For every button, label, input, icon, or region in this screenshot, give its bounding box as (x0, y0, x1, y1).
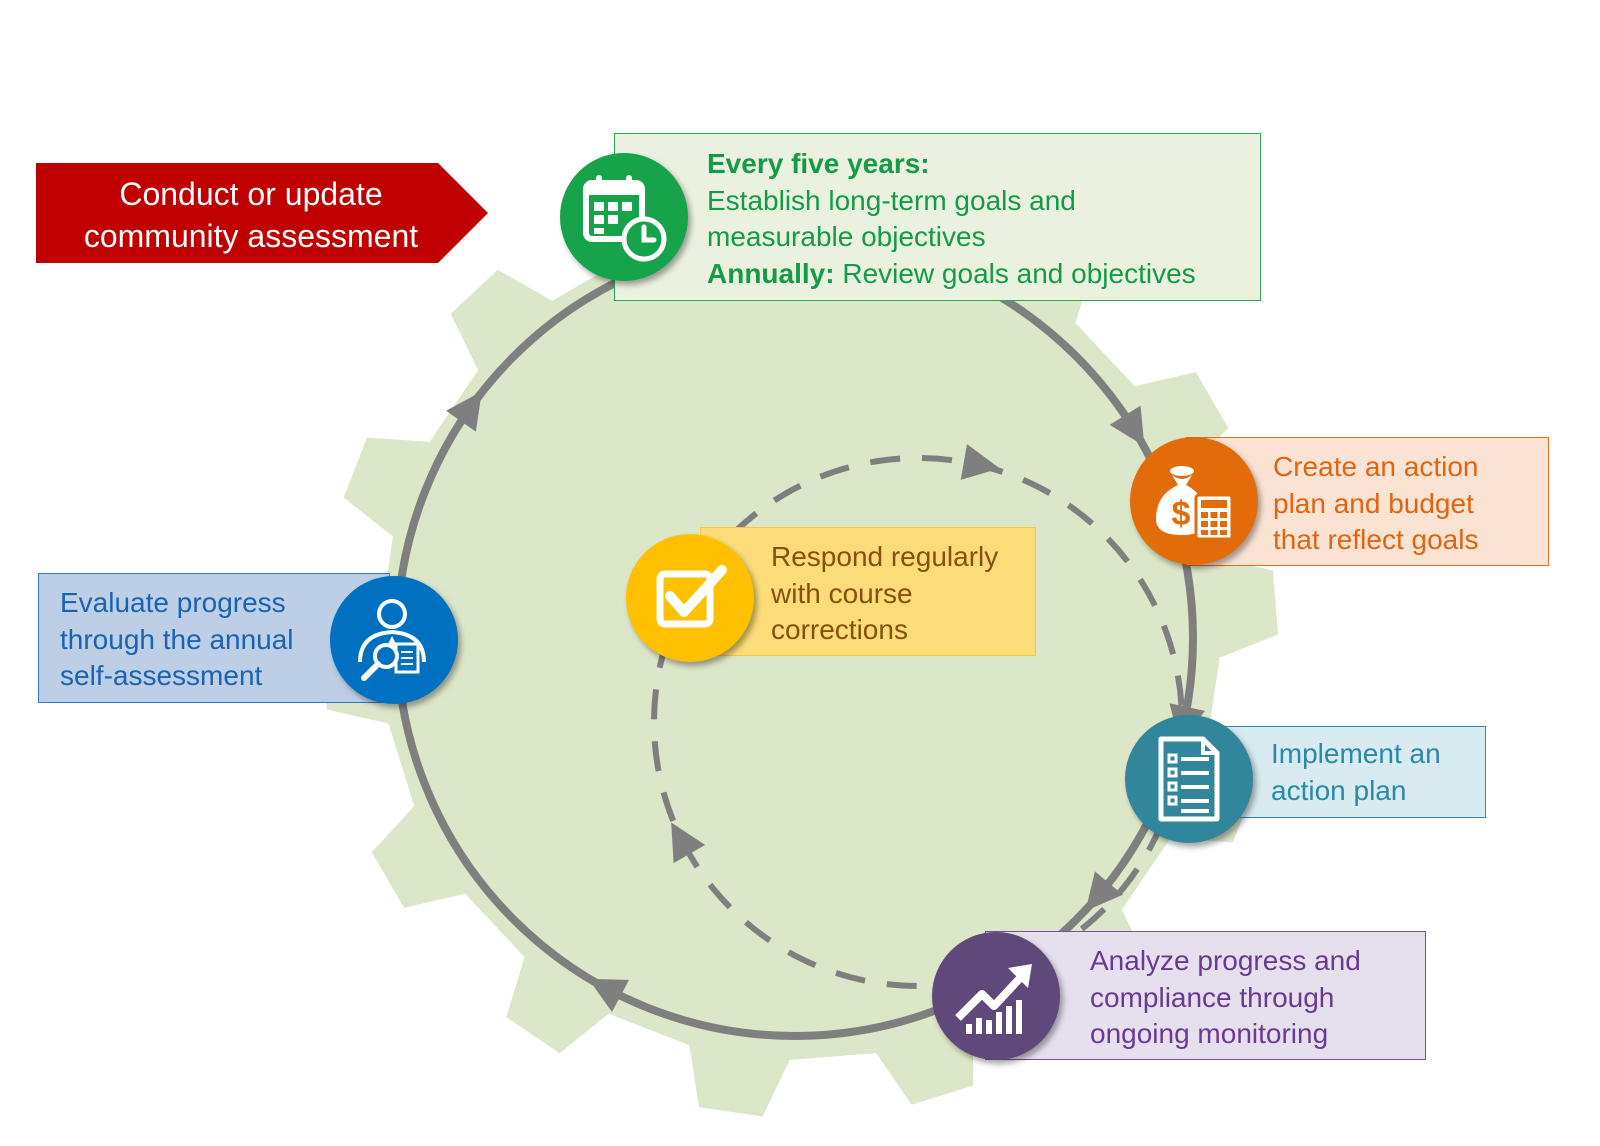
evaluate-box: Evaluate progress through the annual sel… (38, 573, 390, 703)
inner-cycle-arrow (671, 822, 706, 864)
banner-arrow-shape (36, 163, 488, 263)
action-plan-step-circle: $ (1130, 437, 1258, 565)
respond-line: Respond regularly (771, 541, 999, 572)
goals-text-line: measurable objectives (707, 221, 986, 252)
svg-text:$: $ (1172, 495, 1191, 533)
analyze-step-circle (932, 932, 1060, 1060)
goals-text-line: Review goals and objectives (842, 257, 1196, 289)
banner-line: Conduct or update (119, 176, 383, 212)
evaluate-line: Evaluate progress (60, 587, 286, 618)
analyze-line: Analyze progress and (1090, 945, 1361, 976)
checkbox-checked-icon (656, 565, 727, 628)
cycle-arrow (588, 978, 630, 1013)
inner-cycle-arrows (671, 444, 1000, 864)
evaluate-step-circle (330, 576, 458, 704)
goals-heading-annually: Annually: (707, 257, 835, 289)
evaluate-line: through the annual (60, 623, 294, 655)
action-plan-line: that reflect goals (1273, 524, 1479, 555)
checklist-document-icon (1158, 736, 1220, 822)
implement-line: action plan (1271, 774, 1407, 806)
goals-heading-five-years: Every five years: (707, 148, 930, 179)
implement-step-circle (1125, 715, 1253, 843)
respond-line: corrections (771, 614, 908, 645)
analyze-line: ongoing monitoring (1090, 1018, 1329, 1049)
action-plan-line: plan and budget (1273, 487, 1474, 519)
respond-box: Respond regularly with course correction… (700, 527, 1036, 656)
evaluate-line: self-assessment (60, 660, 263, 691)
goals-box: Every five years: Establish long-term go… (614, 133, 1261, 301)
calendar-clock-icon (583, 175, 667, 262)
goals-step-circle (560, 153, 688, 281)
cycle-arrow (446, 391, 482, 432)
action-plan-line: Create an action (1273, 451, 1479, 482)
banner-line: community assessment (83, 218, 419, 254)
assessment-banner: Conduct or update community assessment (36, 163, 466, 263)
person-magnifier-icon (358, 599, 426, 681)
cycle-arrow (1109, 405, 1145, 447)
goals-text-line: Establish long-term goals and (707, 184, 1076, 216)
implement-box: Implement an action plan (1220, 726, 1486, 818)
cycle-arrow (1085, 871, 1123, 911)
respond-line: with course (771, 577, 913, 609)
implement-line: Implement an (1271, 738, 1441, 769)
inner-cycle-arrow (960, 444, 1000, 480)
rising-bar-chart-icon (955, 964, 1032, 1034)
money-bag-calculator-icon: $ (1156, 466, 1234, 541)
analyze-line: compliance through (1090, 981, 1335, 1013)
respond-step-circle (626, 534, 754, 662)
